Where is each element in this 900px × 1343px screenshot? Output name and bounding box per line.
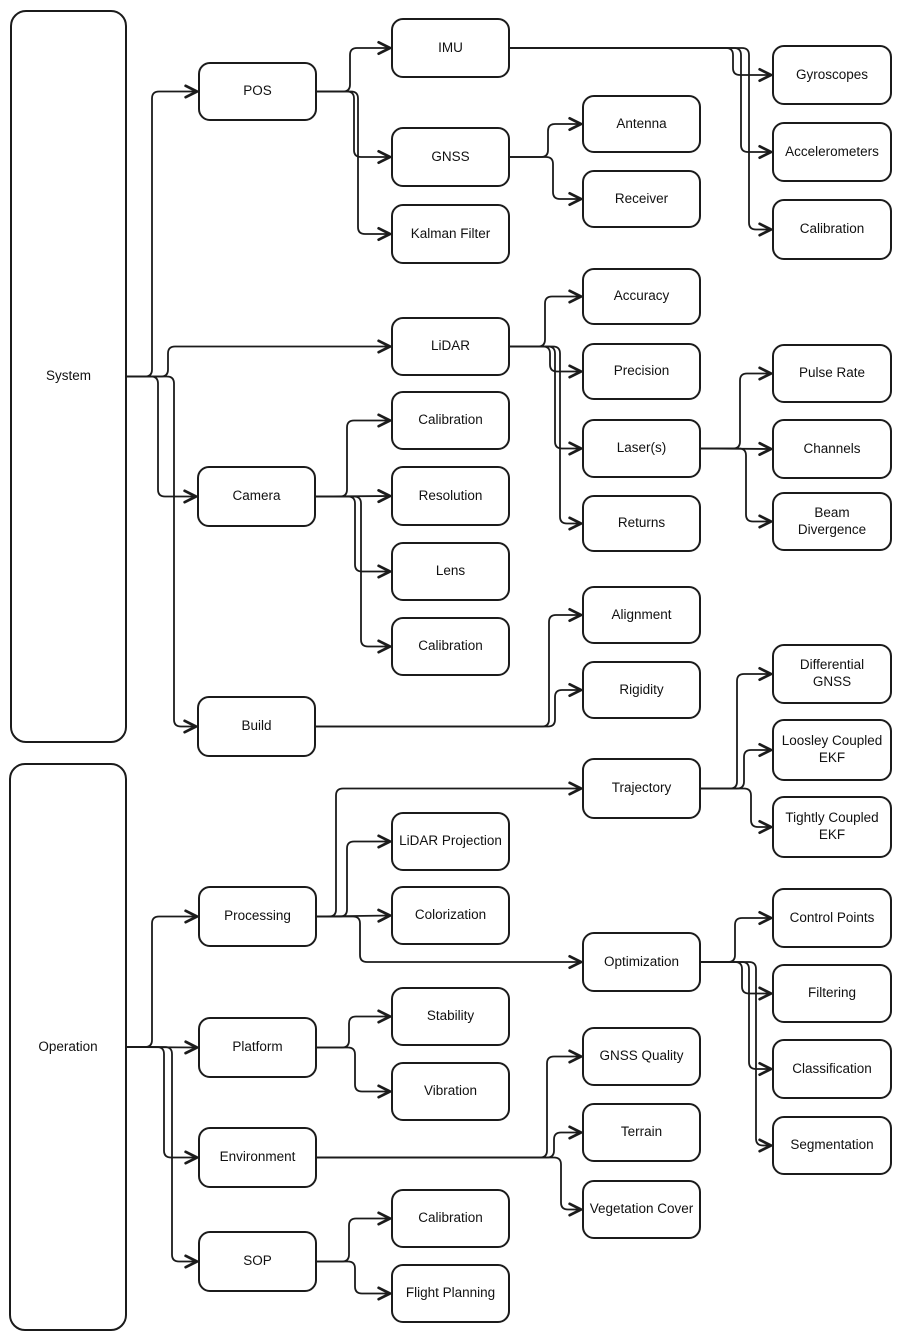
node-receiver: Receiver <box>582 170 701 228</box>
edge-environment-terrain <box>317 1125 583 1159</box>
node-calibration-camera-1: Calibration <box>391 391 510 450</box>
edge-lasers-pulse_rate <box>701 366 773 450</box>
node-platform: Platform <box>198 1017 317 1078</box>
edge-system-build <box>127 375 198 734</box>
node-rigidity: Rigidity <box>582 661 701 719</box>
node-operation: Operation <box>9 763 127 1331</box>
node-lens: Lens <box>391 542 510 601</box>
node-calibration-imu: Calibration <box>772 199 892 260</box>
node-pulse-rate: Pulse Rate <box>772 344 892 403</box>
edge-sop-calibration_sop <box>317 1211 392 1263</box>
node-differential-gnss: Differential GNSS <box>772 644 892 704</box>
node-gyroscopes: Gyroscopes <box>772 45 892 105</box>
edge-system-lidar <box>127 339 392 378</box>
node-accelerometers: Accelerometers <box>772 122 892 182</box>
node-calibration-sop: Calibration <box>391 1189 510 1248</box>
node-terrain: Terrain <box>582 1103 701 1162</box>
edge-camera-calibration_cam1 <box>316 413 392 498</box>
edge-optimization-control_points <box>701 910 773 963</box>
edge-optimization-classification <box>701 961 773 1077</box>
edge-camera-lens <box>316 495 392 579</box>
node-trajectory: Trajectory <box>582 758 701 819</box>
node-segmentation: Segmentation <box>772 1116 892 1175</box>
edge-system-camera <box>127 375 198 504</box>
node-accuracy: Accuracy <box>582 268 701 325</box>
edge-pos-kalman <box>317 90 392 242</box>
node-alignment: Alignment <box>582 586 701 644</box>
node-pos: POS <box>198 62 317 121</box>
node-loosely-coupled-ekf: Loosley Coupled EKF <box>772 719 892 781</box>
edge-platform-stability <box>317 1009 392 1049</box>
edge-lidar-returns <box>510 345 583 531</box>
node-imu: IMU <box>391 18 510 78</box>
edge-operation-sop <box>127 1046 199 1269</box>
node-lidar: LiDAR <box>391 317 510 376</box>
edge-optimization-segmentation <box>701 961 773 1153</box>
edge-pos-imu <box>317 40 392 93</box>
edge-system-pos <box>127 84 199 378</box>
node-lasers: Laser(s) <box>582 419 701 478</box>
node-filtering: Filtering <box>772 964 892 1023</box>
edge-trajectory-tightly_ekf <box>701 787 773 835</box>
edge-lasers-beam_divergence <box>701 447 773 529</box>
node-camera: Camera <box>197 466 316 527</box>
node-returns: Returns <box>582 495 701 552</box>
node-resolution: Resolution <box>391 466 510 526</box>
node-system: System <box>10 10 127 743</box>
node-beam-divergence: Beam Divergence <box>772 492 892 551</box>
node-vibration: Vibration <box>391 1062 510 1121</box>
edge-sop-flight_planning <box>317 1260 392 1301</box>
edge-operation-environment <box>127 1046 199 1165</box>
node-control-points: Control Points <box>772 888 892 948</box>
node-vegetation-cover: Vegetation Cover <box>582 1180 701 1239</box>
edge-imu-gyroscopes <box>510 47 773 83</box>
edge-trajectory-loosely_ekf <box>701 742 773 790</box>
edge-operation-processing <box>127 909 199 1048</box>
node-processing: Processing <box>198 886 317 947</box>
node-flight-planning: Flight Planning <box>391 1264 510 1323</box>
edge-camera-resolution <box>315 489 392 504</box>
node-colorization: Colorization <box>391 886 510 945</box>
node-build: Build <box>197 696 316 757</box>
node-classification: Classification <box>772 1039 892 1099</box>
edge-gnss-receiver <box>510 156 583 207</box>
edge-processing-colorization <box>316 908 392 923</box>
edge-optimization-filtering <box>701 961 773 1001</box>
edge-lidar-lasers <box>510 345 583 456</box>
node-channels: Channels <box>772 419 892 479</box>
edge-camera-calibration_cam2 <box>316 495 392 654</box>
edge-pos-gnss <box>317 90 392 165</box>
node-gnss: GNSS <box>391 127 510 187</box>
node-sop: SOP <box>198 1231 317 1292</box>
node-kalman-filter: Kalman Filter <box>391 204 510 264</box>
node-environment: Environment <box>198 1127 317 1188</box>
node-stability: Stability <box>391 987 510 1046</box>
node-gnss-quality: GNSS Quality <box>582 1027 701 1086</box>
node-tightly-coupled-ekf: Tightly Coupled EKF <box>772 796 892 858</box>
node-antenna: Antenna <box>582 95 701 153</box>
edge-processing-lidar_projection <box>317 834 392 918</box>
edge-build-rigidity <box>316 682 583 728</box>
edge-lidar-accuracy <box>510 289 583 348</box>
node-optimization: Optimization <box>582 932 701 992</box>
edge-lasers-channels <box>700 441 773 456</box>
node-precision: Precision <box>582 343 701 400</box>
edge-platform-vibration <box>317 1046 392 1099</box>
node-calibration-camera-2: Calibration <box>391 617 510 676</box>
node-lidar-projection: LiDAR Projection <box>391 812 510 871</box>
edge-lidar-precision <box>510 345 583 379</box>
edge-gnss-antenna <box>510 116 583 158</box>
edge-operation-platform <box>126 1040 199 1055</box>
edge-trajectory-diff_gnss <box>701 666 773 790</box>
